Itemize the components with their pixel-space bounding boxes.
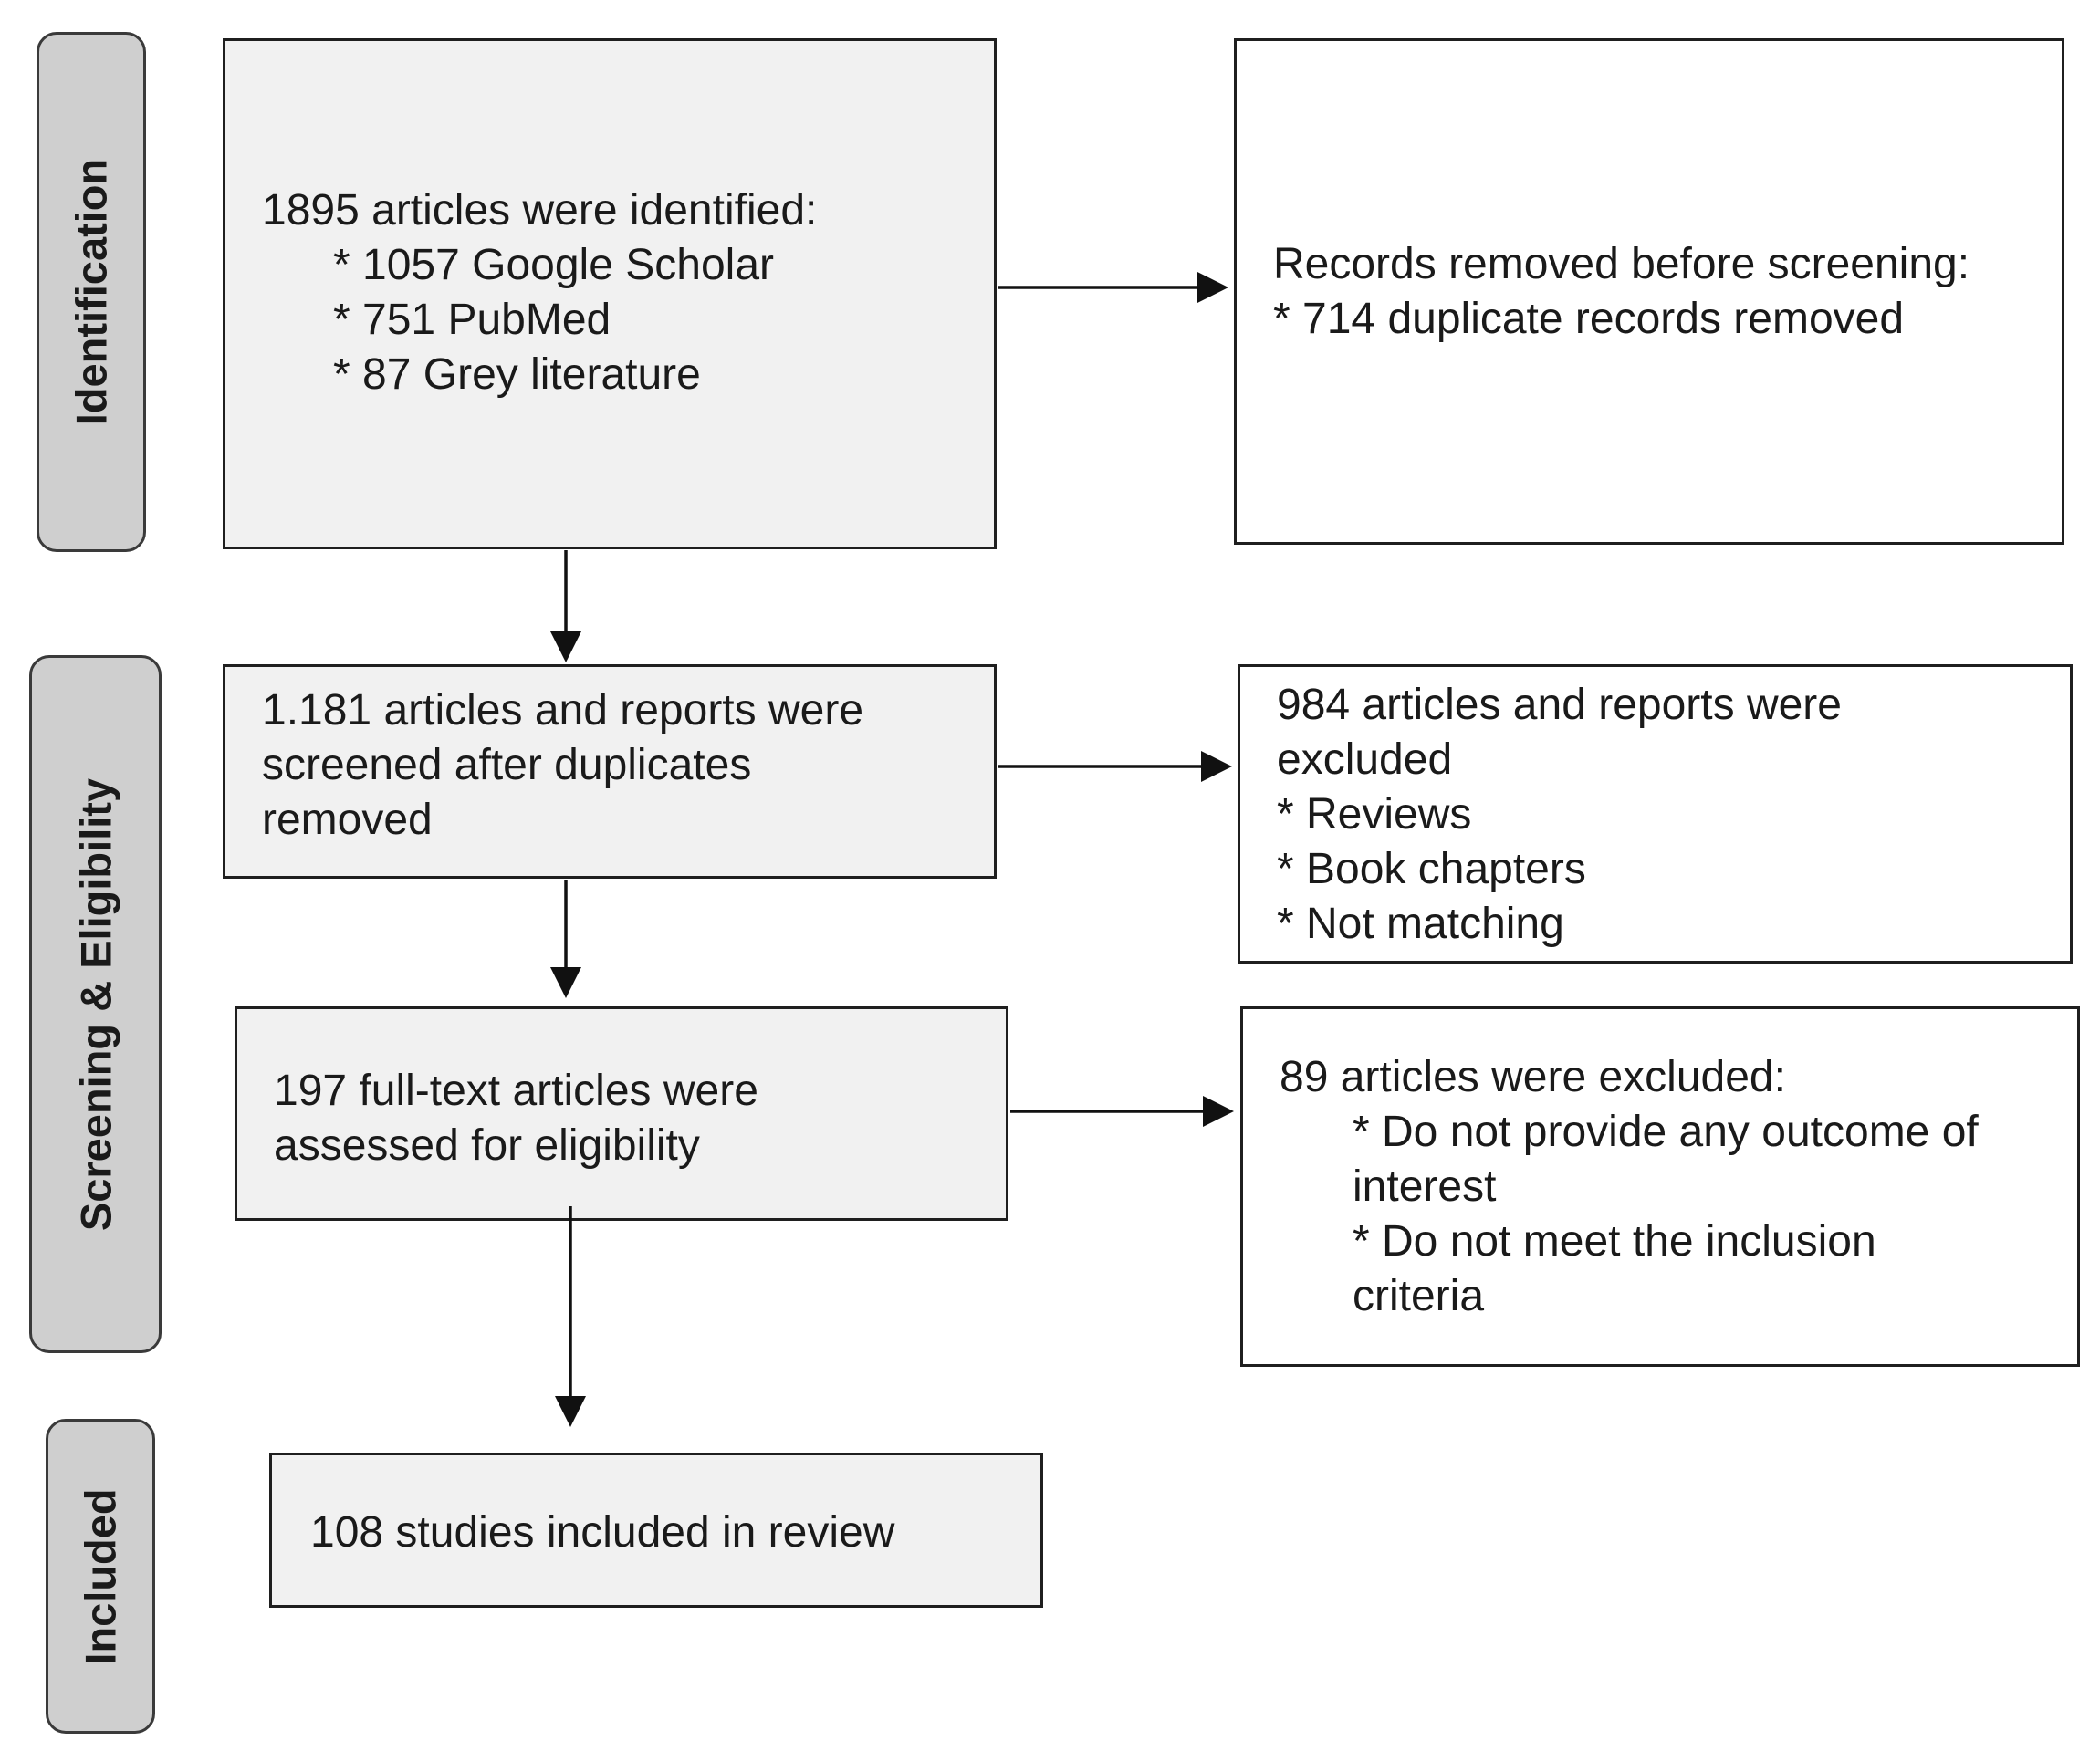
excluded2-reason-2b: criteria (1353, 1272, 1485, 1320)
records-removed-title: Records removed before screening: (1273, 240, 1970, 288)
excluded2-reason-2a: * Do not meet the inclusion (1353, 1217, 1876, 1266)
records-removed-box: Records removed before screening: * 714 … (1234, 38, 2064, 545)
excluded2-reason-1b: interest (1353, 1162, 1497, 1211)
screened-box: 1.181 articles and reports were screened… (223, 664, 997, 879)
arrowhead-excluded2 (1203, 1096, 1234, 1127)
stage-screening-eligibility: Screening & Eligibility (29, 655, 162, 1353)
fulltext-line-2: assessed for eligibility (274, 1121, 700, 1170)
arrowhead-removed (1197, 272, 1228, 303)
excluded2-title: 89 articles were excluded: (1280, 1053, 1786, 1101)
excluded-title-2: excluded (1277, 735, 1453, 784)
fulltext-line-1: 197 full-text articles were (274, 1067, 758, 1115)
excluded-fulltext-box: 89 articles were excluded: * Do not prov… (1240, 1006, 2080, 1367)
arrowhead-included (555, 1396, 586, 1427)
included-box: 108 studies included in review (269, 1453, 1043, 1608)
excluded-book-chapters: * Book chapters (1277, 845, 1586, 893)
source-pubmed: * 751 PubMed (333, 296, 611, 344)
stage-included: Included (46, 1419, 155, 1734)
excluded-reviews: * Reviews (1277, 790, 1472, 839)
excluded-not-matching: * Not matching (1277, 900, 1564, 948)
screened-line-3: removed (262, 796, 433, 844)
source-grey-literature: * 87 Grey literature (333, 350, 701, 399)
arrowhead-excluded (1201, 751, 1232, 782)
screened-line-2: screened after duplicates (262, 741, 752, 789)
duplicates-removed: * 714 duplicate records removed (1273, 295, 1905, 343)
arrowhead-screened (550, 631, 581, 662)
stage-identification: Identification (37, 32, 146, 552)
fulltext-box: 197 full-text articles were assessed for… (235, 1006, 1008, 1221)
identification-box: 1895 articles were identified: * 1057 Go… (223, 38, 997, 549)
screened-line-1: 1.181 articles and reports were (262, 686, 864, 735)
identification-total: 1895 articles were identified: (262, 186, 818, 234)
excluded-title-1: 984 articles and reports were (1277, 681, 1842, 729)
excluded2-reason-1a: * Do not provide any outcome of (1353, 1108, 1979, 1156)
arrowhead-fulltext (550, 967, 581, 998)
source-google-scholar: * 1057 Google Scholar (333, 241, 774, 289)
excluded-box: 984 articles and reports were excluded *… (1238, 664, 2073, 964)
included-studies: 108 studies included in review (310, 1508, 895, 1557)
